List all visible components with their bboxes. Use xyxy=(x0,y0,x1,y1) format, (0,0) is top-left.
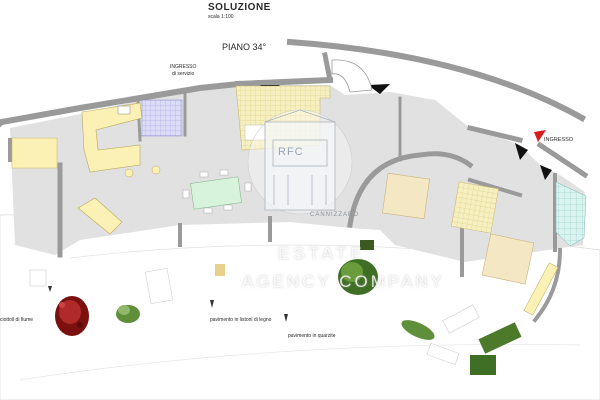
dining-chairs xyxy=(182,169,252,214)
bedroom-2-bath xyxy=(555,181,587,247)
stool xyxy=(151,165,161,175)
service-room xyxy=(141,99,183,137)
watermark-badge: RFC xyxy=(278,146,304,158)
watermark-seal xyxy=(247,109,353,215)
bed-2 xyxy=(481,233,535,285)
watermark-name: CANNIZZARO xyxy=(310,212,359,218)
wood-floor-label: pavimento in listoni di legno xyxy=(210,317,272,323)
spiral-stair xyxy=(331,59,373,93)
plant-shrub xyxy=(116,305,140,323)
floor-label: PIANO 34° xyxy=(222,42,267,52)
entrance-marker xyxy=(534,130,546,142)
wardrobe xyxy=(523,262,559,316)
bed-1 xyxy=(382,172,430,220)
kitchen-counter xyxy=(81,102,143,173)
service-entrance-label: INGRESSO di servizio xyxy=(170,64,196,77)
dining-table xyxy=(190,176,242,210)
dimension-marks xyxy=(48,286,288,322)
planter-row xyxy=(401,320,522,375)
terrace-loungers xyxy=(29,267,480,366)
main-entrance-label: INGRESSO xyxy=(544,137,574,143)
sofa xyxy=(77,197,123,235)
watermark-line-2: AGENCY COMPANY xyxy=(242,272,445,291)
sink xyxy=(117,105,131,115)
pebble-bed xyxy=(55,296,89,336)
bedroom-1-bath xyxy=(451,181,499,234)
watermark-line-1: ESTATE xyxy=(278,244,366,263)
plant-tree xyxy=(338,259,378,295)
plan-scale: scala 1:100 xyxy=(208,14,234,20)
kitchen-island xyxy=(11,137,58,169)
pebbles-label: ciottoli di fiume xyxy=(0,317,34,323)
stool xyxy=(124,168,134,178)
service-entrance-line-1: INGRESSO xyxy=(170,64,197,70)
service-entrance-line-2: di servizio xyxy=(172,70,195,77)
plant-pot xyxy=(215,240,374,276)
quartz-floor-label: pavimento in quarzite xyxy=(288,333,336,339)
plan-title: SOLUZIONE xyxy=(208,2,271,13)
